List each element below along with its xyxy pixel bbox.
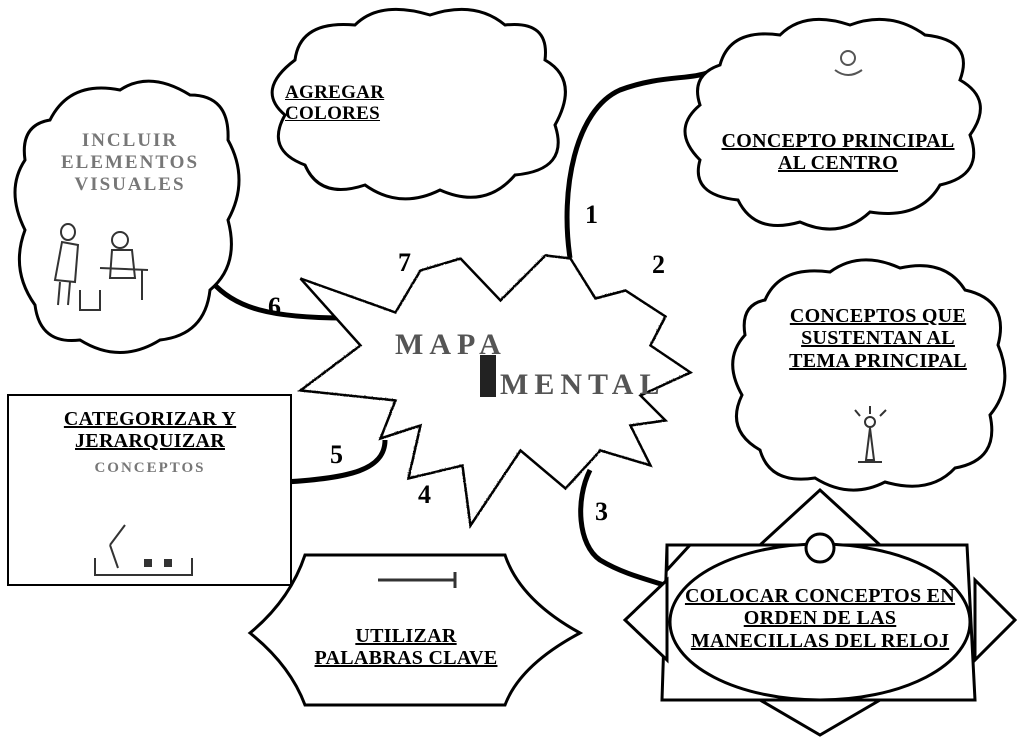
shape-palabras-clave [247,553,584,707]
label-conceptos-sustentan: CONCEPTOS QUE SUSTENTAN AL TEMA PRINCIPA… [789,305,967,372]
label-categorizar-conceptos: CONCEPTOS [94,460,206,476]
categorizar-sketch [94,524,193,576]
label-concepto-principal: CONCEPTO PRINCIPAL AL CENTRO [721,130,955,175]
lamp-sketch [854,406,887,463]
label-palabras-clave: UTILIZAR PALABRAS CLAVE [314,625,498,670]
number-2: 2 [652,250,665,279]
number-5: 5 [330,440,343,469]
box-categorizar [7,394,292,586]
number-1: 1 [585,200,598,229]
number-7: 7 [398,248,411,277]
number-3: 3 [595,497,608,526]
visual-elements-sketch [53,223,149,311]
connector-5 [284,439,388,485]
connector-6 [210,280,346,321]
connector-3 [578,468,681,593]
label-categorizar: CATEGORIZAR Y JERARQUIZAR [63,408,237,453]
key-sketch [378,572,457,588]
connector-1 [564,69,711,259]
center-dark-mark [480,355,496,397]
cloud-concepto-principal [683,17,982,231]
number-6: 6 [268,292,281,321]
person-sketch-top [834,50,863,76]
clock-shape [622,487,1018,737]
cloud-agregar-colores [270,7,567,201]
number-4: 4 [418,480,431,509]
cloud-incluir-elementos [13,79,241,354]
label-incluir-elementos: INCLUIR ELEMENTOS VISUALES [60,130,200,195]
cloud-conceptos-sustentan [731,258,1007,492]
label-agregar-colores: AGREGAR COLORES [285,82,385,125]
center-title-line1: MAPA [395,328,507,361]
center-title-line2: MENTAL [500,368,666,401]
label-colocar-conceptos: COLOCAR CONCEPTOS EN ORDEN DE LAS MANECI… [684,585,956,652]
